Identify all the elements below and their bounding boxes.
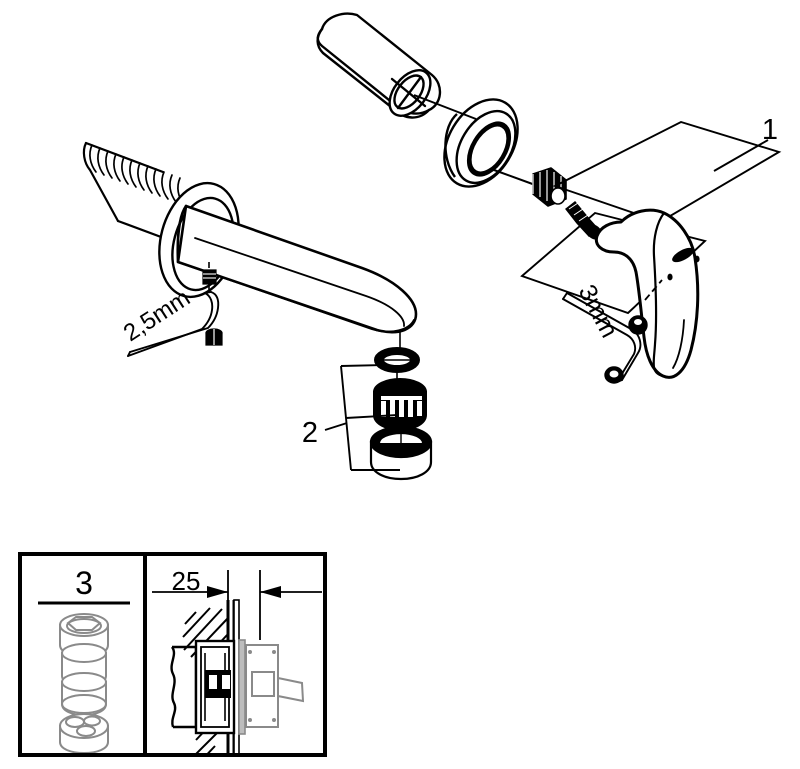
allen-key-2-5mm bbox=[127, 291, 220, 357]
lever-handle bbox=[594, 208, 700, 379]
allen-key-3mm bbox=[560, 292, 642, 385]
escutcheon-sleeve bbox=[316, 12, 442, 119]
callout-number-2: 2 bbox=[302, 417, 318, 449]
callout-number-1: 1 bbox=[762, 114, 778, 146]
allen-key-3mm-tip bbox=[604, 366, 624, 384]
aerator-mousseur bbox=[373, 378, 427, 432]
panel-dimension-25: 25 bbox=[172, 566, 201, 596]
panel-number-3: 3 bbox=[75, 565, 93, 601]
knurled-cap bbox=[532, 167, 567, 207]
sleeve-ring-leader bbox=[413, 94, 477, 120]
callout-2-leaders bbox=[324, 364, 400, 471]
spout-body bbox=[176, 204, 418, 334]
ring-cap-leader bbox=[493, 169, 539, 187]
wall-section-content bbox=[152, 570, 322, 753]
spout-grub-screw bbox=[202, 262, 217, 292]
aerator-housing bbox=[369, 425, 433, 481]
mixer-cartridge bbox=[59, 613, 109, 753]
escutcheon-ring bbox=[443, 98, 519, 188]
allen-key-2-5mm-tip bbox=[205, 328, 223, 346]
callout-1-leaders bbox=[520, 120, 782, 315]
aerator-seal-ring bbox=[374, 347, 420, 373]
fixing-screw bbox=[565, 201, 602, 240]
